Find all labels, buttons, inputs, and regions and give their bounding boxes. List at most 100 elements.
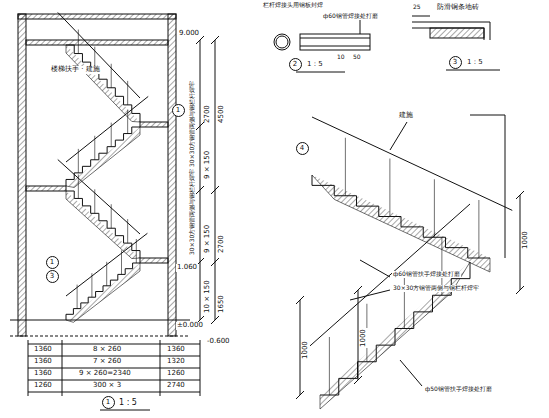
label: 50 (352, 54, 362, 61)
vertical-dimension: 4500 (218, 104, 226, 124)
label: 防滑铜条地砖 (436, 4, 480, 12)
label: 1360 (166, 346, 186, 354)
callout-circle: 2 (289, 58, 302, 71)
leader-line (390, 122, 407, 150)
label: 30×30方钢管两侧与钢栏杆焊牢 (392, 285, 480, 292)
baluster (389, 159, 390, 217)
stair-slab (66, 263, 140, 322)
baluster (91, 273, 92, 297)
leader-line (360, 20, 361, 34)
label: 9 × 260=2340 (78, 370, 132, 378)
vertical-dimension: 1000 (522, 230, 530, 250)
foundation-line (10, 336, 190, 337)
label: ф60钢管扶手焊接处打磨 (392, 271, 461, 278)
landing-slab (140, 258, 168, 263)
label: 1360 (33, 346, 53, 354)
baluster (127, 219, 128, 243)
callout-circle: 1 (102, 396, 115, 409)
wall (168, 14, 176, 336)
baluster (77, 285, 78, 309)
label: ф60钢管焊接处打磨 (322, 13, 379, 20)
stair-slab (312, 175, 490, 272)
callout-number: 4 (300, 145, 304, 152)
tread-tile (430, 28, 484, 38)
dim-line (300, 300, 301, 395)
label: 建施 (398, 112, 414, 120)
baluster (111, 123, 112, 147)
vertical-dimension: 9 × 150 (204, 150, 212, 180)
label: 1260 (166, 370, 186, 378)
callout-number: 3 (453, 59, 457, 66)
label: 1260 (33, 382, 53, 390)
baluster (78, 149, 79, 173)
callout-number: 2 (293, 61, 297, 68)
leader-line (400, 360, 422, 386)
callout-circle: 4 (296, 142, 309, 155)
baluster (94, 189, 95, 213)
label: 10 (336, 54, 346, 61)
handrail (301, 204, 470, 354)
leader-line (360, 260, 390, 277)
baluster (404, 271, 405, 329)
handrail (470, 115, 505, 116)
callout-number: 1 (50, 259, 54, 266)
stair-slab (66, 127, 140, 187)
label: 300 × 3 (92, 382, 122, 390)
vertical-dimension: 1000 (360, 328, 368, 348)
callout-number: 3 (50, 273, 54, 280)
baluster (94, 136, 95, 160)
vertical-dimension: 30×30方钢管两侧与钢栏杆焊牢 (189, 168, 196, 256)
label: 8 × 260 (92, 346, 122, 354)
label: 1360 (33, 358, 53, 366)
label: 楼梯扶手 · 建施 (50, 66, 101, 74)
callout-number: 1 (106, 399, 110, 406)
label: 1320 (166, 358, 186, 366)
baluster (478, 200, 479, 258)
title-underline (296, 72, 345, 73)
roof-slab (18, 14, 176, 19)
label: 25 (412, 4, 422, 11)
tube-section (274, 34, 290, 50)
baluster (434, 179, 435, 237)
dimension-table (28, 340, 200, 396)
baluster (505, 115, 506, 258)
stair-slab (66, 45, 140, 122)
dim-line (215, 40, 216, 320)
baluster (111, 64, 112, 88)
callout-circle: 3 (449, 56, 462, 69)
stair-steps (66, 45, 140, 122)
label: ±0.000 (176, 322, 204, 330)
ground-line (10, 320, 190, 321)
label: 1360 (33, 370, 53, 378)
handrail (66, 233, 147, 296)
baluster (121, 250, 122, 274)
vertical-dimension: 10 × 150 (204, 279, 212, 314)
title-underline (100, 410, 150, 411)
vertical-dimension: 9 × 150 (204, 224, 212, 254)
label: 1.060 (176, 264, 198, 272)
handrail (312, 117, 512, 210)
label: 9.000 (178, 30, 200, 38)
floor-slab (26, 40, 168, 45)
label: 栏杆焊接头用钢板封焊 (262, 2, 324, 9)
callout-circle: 1 (172, 104, 185, 117)
nosing-strip (412, 22, 490, 40)
landing-slab (140, 122, 168, 127)
label: 1 : 5 (118, 399, 138, 408)
callout-circle: 3 (46, 270, 59, 283)
landing-slab (26, 186, 66, 191)
callout-circle: 1 (46, 256, 59, 269)
baluster (345, 138, 346, 196)
dim-ticks (196, 36, 219, 324)
callout-number: 1 (176, 107, 180, 114)
label: 1 : 5 (306, 61, 324, 69)
vertical-dimension: 1000 (302, 340, 310, 360)
title-underline (446, 70, 500, 71)
baluster (78, 30, 79, 54)
dim-line (412, 16, 430, 17)
label: ф50钢管扶手焊接处打磨 (424, 386, 493, 393)
tube-wall (300, 46, 370, 47)
label: 1 : 5 (466, 59, 484, 67)
wall (18, 14, 26, 336)
baluster (127, 81, 128, 105)
